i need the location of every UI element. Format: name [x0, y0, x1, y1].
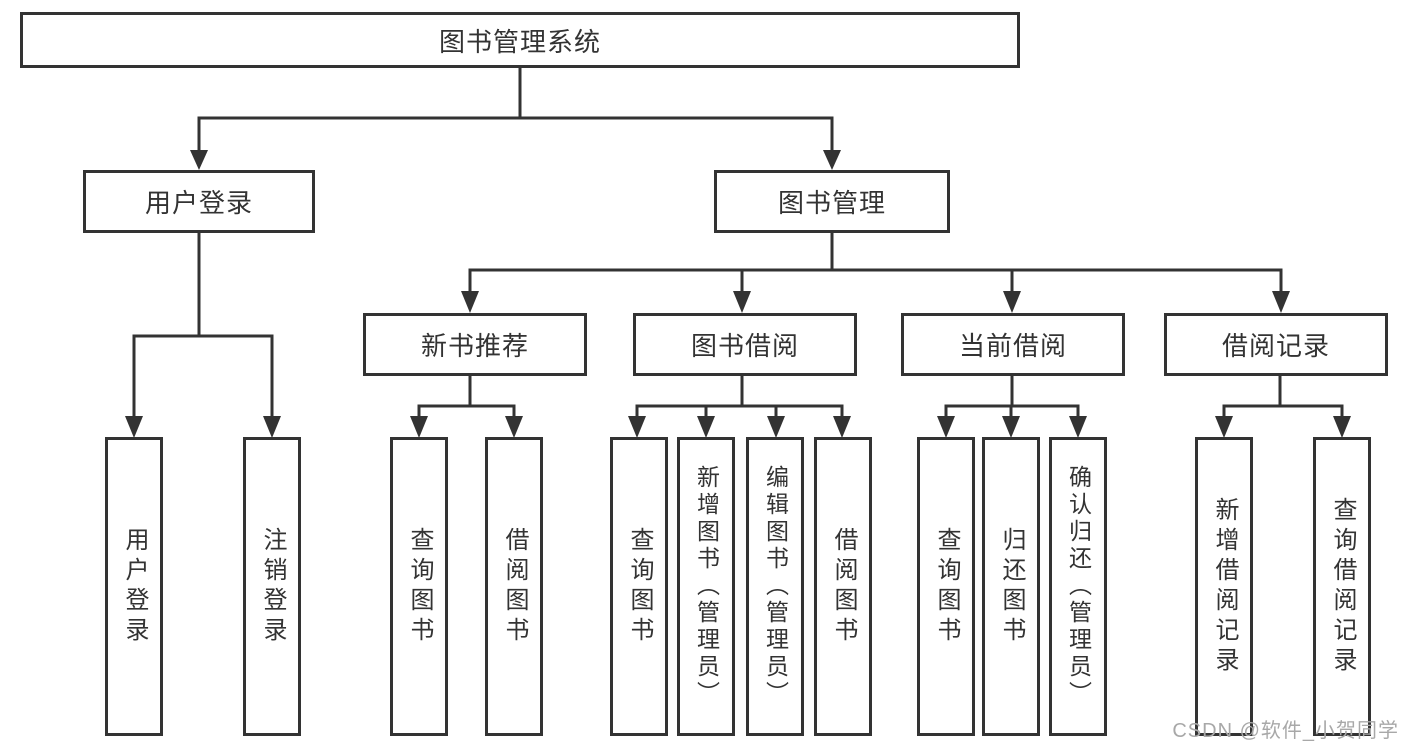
node-label: 新增借阅记录 — [1211, 496, 1238, 677]
node-br-query-record: 查询借阅记录 — [1313, 437, 1371, 736]
node-label: 查询图书 — [933, 526, 960, 647]
node-label: 新书推荐 — [420, 331, 529, 361]
node-label: 用户登录 — [144, 188, 253, 218]
node-bb-edit-books-admin: 编辑图书（管理员） — [746, 437, 804, 736]
node-bb-borrow-books: 借阅图书 — [814, 437, 872, 736]
node-label: 查询图书 — [626, 526, 653, 647]
node-bb-add-books-admin: 新增图书（管理员） — [677, 437, 735, 736]
node-rec-query-books: 查询图书 — [390, 437, 448, 736]
node-label: 当前借阅 — [958, 331, 1067, 361]
node-label: 借阅记录 — [1221, 331, 1330, 361]
node-label: 查询借阅记录 — [1329, 496, 1356, 677]
node-cb-query-books: 查询图书 — [917, 437, 975, 736]
node-new-book-recommend: 新书推荐 — [363, 313, 587, 376]
node-label: 图书借阅 — [690, 331, 799, 361]
node-label: 借阅图书 — [501, 526, 528, 647]
node-label: 查询图书 — [406, 526, 433, 647]
node-br-add-record: 新增借阅记录 — [1195, 437, 1253, 736]
watermark: CSDN @软件_小贺同学 — [1172, 720, 1399, 742]
node-bb-query-books: 查询图书 — [610, 437, 668, 736]
node-user-login: 用户登录 — [83, 170, 315, 233]
node-login-user: 用户登录 — [105, 437, 163, 736]
node-book-borrow: 图书借阅 — [633, 313, 857, 376]
node-label: 注销登录 — [259, 526, 286, 647]
node-label: 图书管理系统 — [438, 26, 601, 57]
node-label: 确认归还（管理员） — [1065, 465, 1092, 708]
node-label: 用户登录 — [121, 526, 148, 647]
node-label: 编辑图书（管理员） — [762, 465, 789, 708]
node-cb-confirm-return-admin: 确认归还（管理员） — [1049, 437, 1107, 736]
node-label: 图书管理 — [777, 188, 886, 218]
node-label: 新增图书（管理员） — [693, 465, 720, 708]
node-current-borrow: 当前借阅 — [901, 313, 1125, 376]
node-borrow-records: 借阅记录 — [1164, 313, 1388, 376]
node-label: 归还图书 — [998, 526, 1025, 647]
node-book-management: 图书管理 — [714, 170, 950, 233]
node-rec-borrow-books: 借阅图书 — [485, 437, 543, 736]
node-label: 借阅图书 — [830, 526, 857, 647]
node-library-management-system: 图书管理系统 — [20, 12, 1020, 68]
node-cb-return-books: 归还图书 — [982, 437, 1040, 736]
node-logout: 注销登录 — [243, 437, 301, 736]
